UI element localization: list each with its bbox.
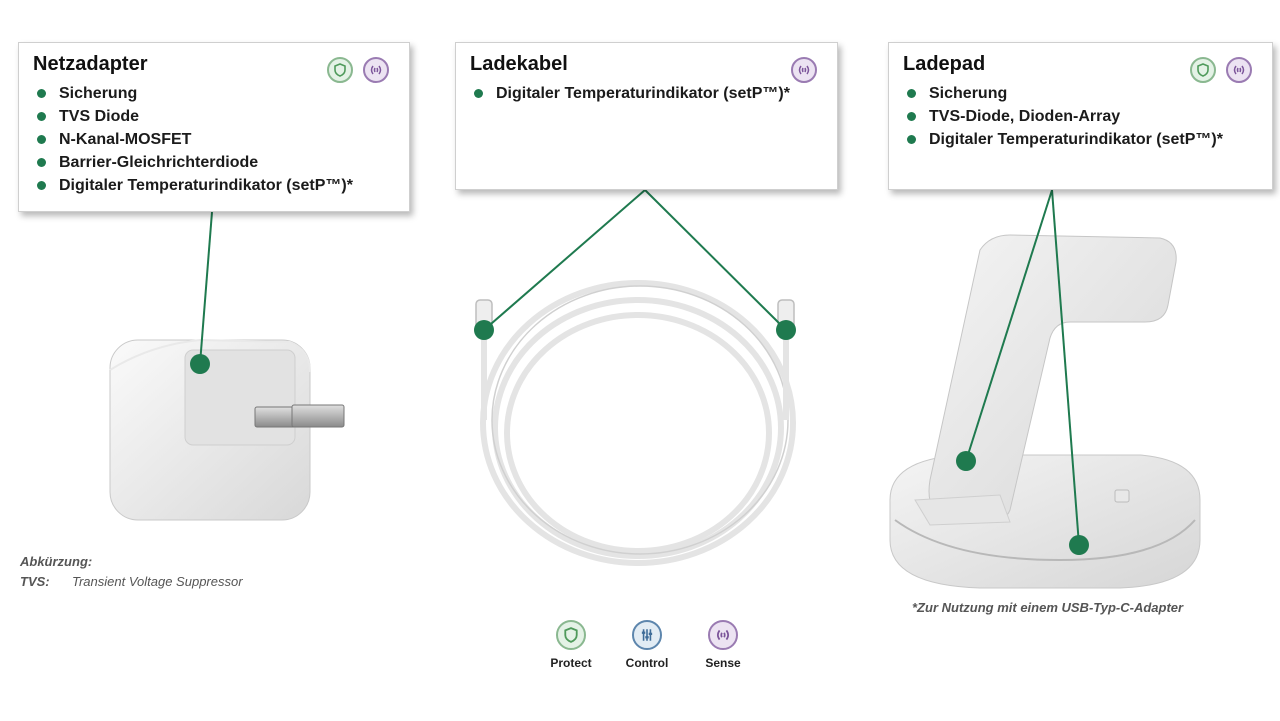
legend-item-protect: Protect (548, 620, 594, 670)
list-item: Sicherung (33, 82, 395, 105)
charging-pad-illustration (889, 234, 1201, 589)
abbreviation-heading: Abkürzung: (20, 554, 93, 569)
waves-icon (363, 57, 389, 83)
charging-cable-illustration (475, 280, 796, 566)
ladekabel-badges (791, 57, 817, 83)
power-adapter-illustration (109, 338, 345, 521)
adapter-marker (190, 354, 210, 374)
ladepad-badges (1190, 57, 1252, 83)
ladepad-callout: Ladepad Sicherung TVS-Diode, Dioden-Arra… (888, 42, 1273, 190)
shield-icon (327, 57, 353, 83)
ladekabel-title: Ladekabel (470, 53, 568, 75)
waves-icon (1226, 57, 1252, 83)
netzadapter-badges (327, 57, 389, 83)
list-item: Sicherung (903, 82, 1258, 105)
ladepad-title: Ladepad (903, 53, 986, 75)
usb-footnote: *Zur Nutzung mit einem USB-Typ-C-Adapter (912, 600, 1184, 615)
netzadapter-list: Sicherung TVS Diode N-Kanal-MOSFET Barri… (33, 82, 395, 197)
legend-label: Sense (705, 656, 741, 670)
legend-label: Control (625, 656, 669, 670)
abbreviation-definition: Transient Voltage Suppressor (72, 574, 243, 589)
pad-base-marker (1069, 535, 1089, 555)
list-item: Digitaler Temperaturindikator (setP™)* (903, 128, 1258, 151)
leader-lines (199, 189, 1080, 546)
list-item: Digitaler Temperaturindikator (setP™)* (33, 174, 395, 197)
cable-marker-right (776, 320, 796, 340)
ladekabel-list: Digitaler Temperaturindikator (setP™)* (470, 82, 823, 105)
legend-item-sense: Sense (700, 620, 746, 670)
list-item: Digitaler Temperaturindikator (setP™)* (470, 82, 823, 105)
legend-label: Protect (550, 656, 592, 670)
list-item: Barrier-Gleichrichterdiode (33, 151, 395, 174)
pad-stand-marker (956, 451, 976, 471)
list-item: N-Kanal-MOSFET (33, 128, 395, 151)
shield-icon (556, 620, 586, 650)
list-item: TVS-Diode, Dioden-Array (903, 105, 1258, 128)
waves-icon (708, 620, 738, 650)
legend-item-control: Control (624, 620, 670, 670)
marker-dots (190, 320, 1089, 555)
list-item: TVS Diode (33, 105, 395, 128)
abbreviation-term: TVS: (20, 574, 50, 589)
ladekabel-callout: Ladekabel Digitaler Temperaturindikator … (455, 42, 838, 190)
legend: Protect Control Sense (548, 620, 746, 670)
shield-icon (1190, 57, 1216, 83)
netzadapter-callout: Netzadapter Sicherung TVS Diode N-Kanal-… (18, 42, 410, 212)
waves-icon (791, 57, 817, 83)
sliders-icon (632, 620, 662, 650)
abbreviation-note: Abkürzung: TVS: Transient Voltage Suppres… (20, 552, 243, 592)
ladepad-list: Sicherung TVS-Diode, Dioden-Array Digita… (903, 82, 1258, 151)
netzadapter-title: Netzadapter (33, 53, 148, 75)
abbreviation-row: TVS: Transient Voltage Suppressor (20, 572, 243, 592)
cable-marker-left (474, 320, 494, 340)
